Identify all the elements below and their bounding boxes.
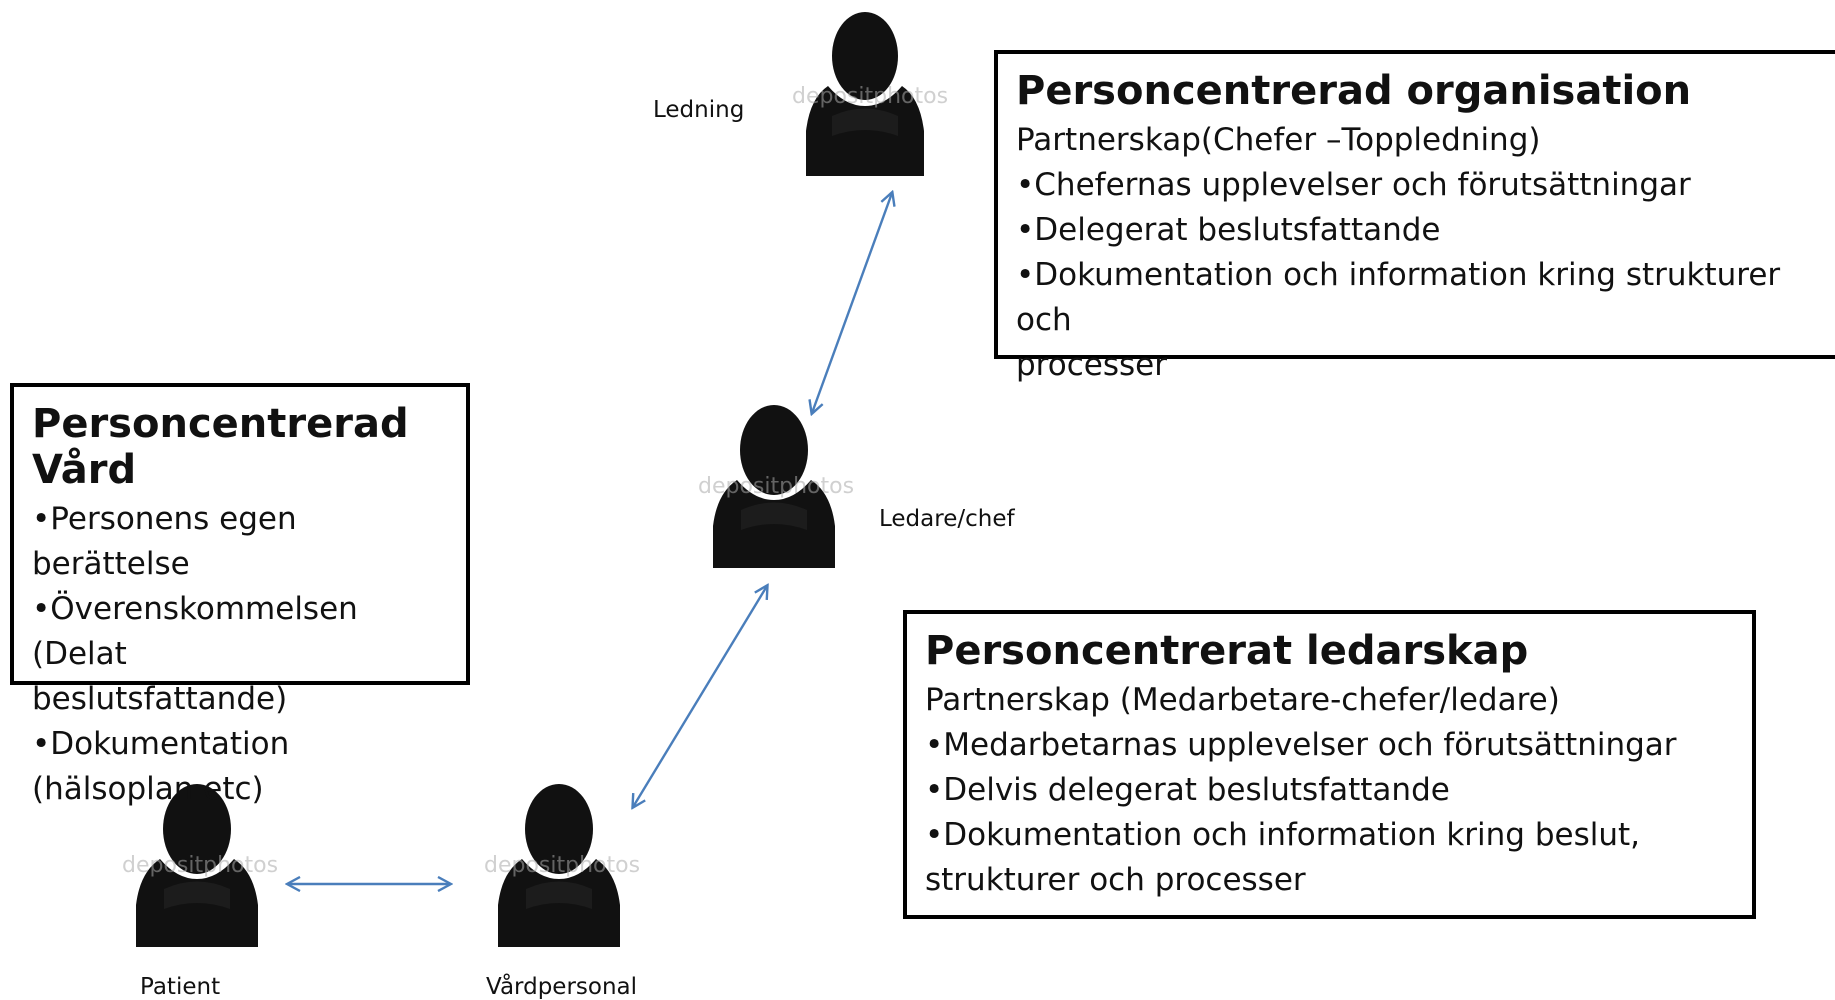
person-patient-icon (136, 784, 258, 947)
person-label-ledare: Ledare/chef (879, 506, 1015, 532)
watermark-vardpersonal: depositphotos (484, 853, 641, 878)
person-ledning-icon (806, 12, 924, 176)
watermark-ledare: depositphotos (698, 474, 855, 499)
arrow-ledning-ledare (812, 193, 892, 413)
box-personcentrerad-vard: Personcentrerad Vård •Personens egen ber… (10, 383, 470, 807)
box-line-vard: beslutsfattande) (32, 681, 288, 717)
box-title-vard: Personcentrerad Vård (32, 401, 409, 493)
box-title-ledarskap: Personcentrerat ledarskap (925, 628, 1529, 674)
box-line-organisation: •Chefernas upplevelser och förutsättning… (1016, 167, 1691, 203)
box-line-organisation: •Dokumentation och information kring str… (1016, 257, 1781, 338)
box-title-organisation: Personcentrerad organisation (1016, 68, 1692, 114)
person-label-ledning: Ledning (653, 97, 745, 123)
person-label-patient: Patient (140, 974, 221, 1000)
person-label-vardpersonal: Vårdpersonal (486, 974, 638, 1000)
arrow-ledare-vardpersonal (633, 586, 767, 807)
box-line-organisation: Partnerskap(Chefer –Toppledning) (1016, 122, 1541, 158)
box-line-ledarskap: •Medarbetarnas upplevelser och förutsätt… (925, 727, 1677, 763)
box-line-organisation: processer (1016, 347, 1167, 383)
person-vardpersonal-icon (498, 784, 620, 947)
box-line-ledarskap: •Dokumentation och information kring bes… (925, 817, 1641, 853)
watermark-patient: depositphotos (122, 853, 279, 878)
watermark-ledning: depositphotos (792, 84, 949, 109)
person-ledare-icon (713, 405, 835, 568)
box-line-vard: •Överenskommelsen (Delat (32, 591, 358, 672)
box-line-ledarskap: •Delvis delegerat beslutsfattande (925, 772, 1450, 808)
box-line-vard: •Personens egen berättelse (32, 501, 297, 582)
box-line-ledarskap: strukturer och processer (925, 862, 1306, 898)
box-line-vard: •Dokumentation (32, 726, 290, 762)
box-line-ledarskap: Partnerskap (Medarbetare-chefer/ledare) (925, 682, 1560, 718)
box-line-organisation: •Delegerat beslutsfattande (1016, 212, 1441, 248)
box-personcentrerad-organisation: Personcentrerad organisation Partnerskap… (994, 50, 1835, 383)
box-line-vard: (hälsoplan etc) (32, 771, 264, 807)
box-personcentrerat-ledarskap: Personcentrerat ledarskap Partnerskap (M… (903, 610, 1756, 919)
